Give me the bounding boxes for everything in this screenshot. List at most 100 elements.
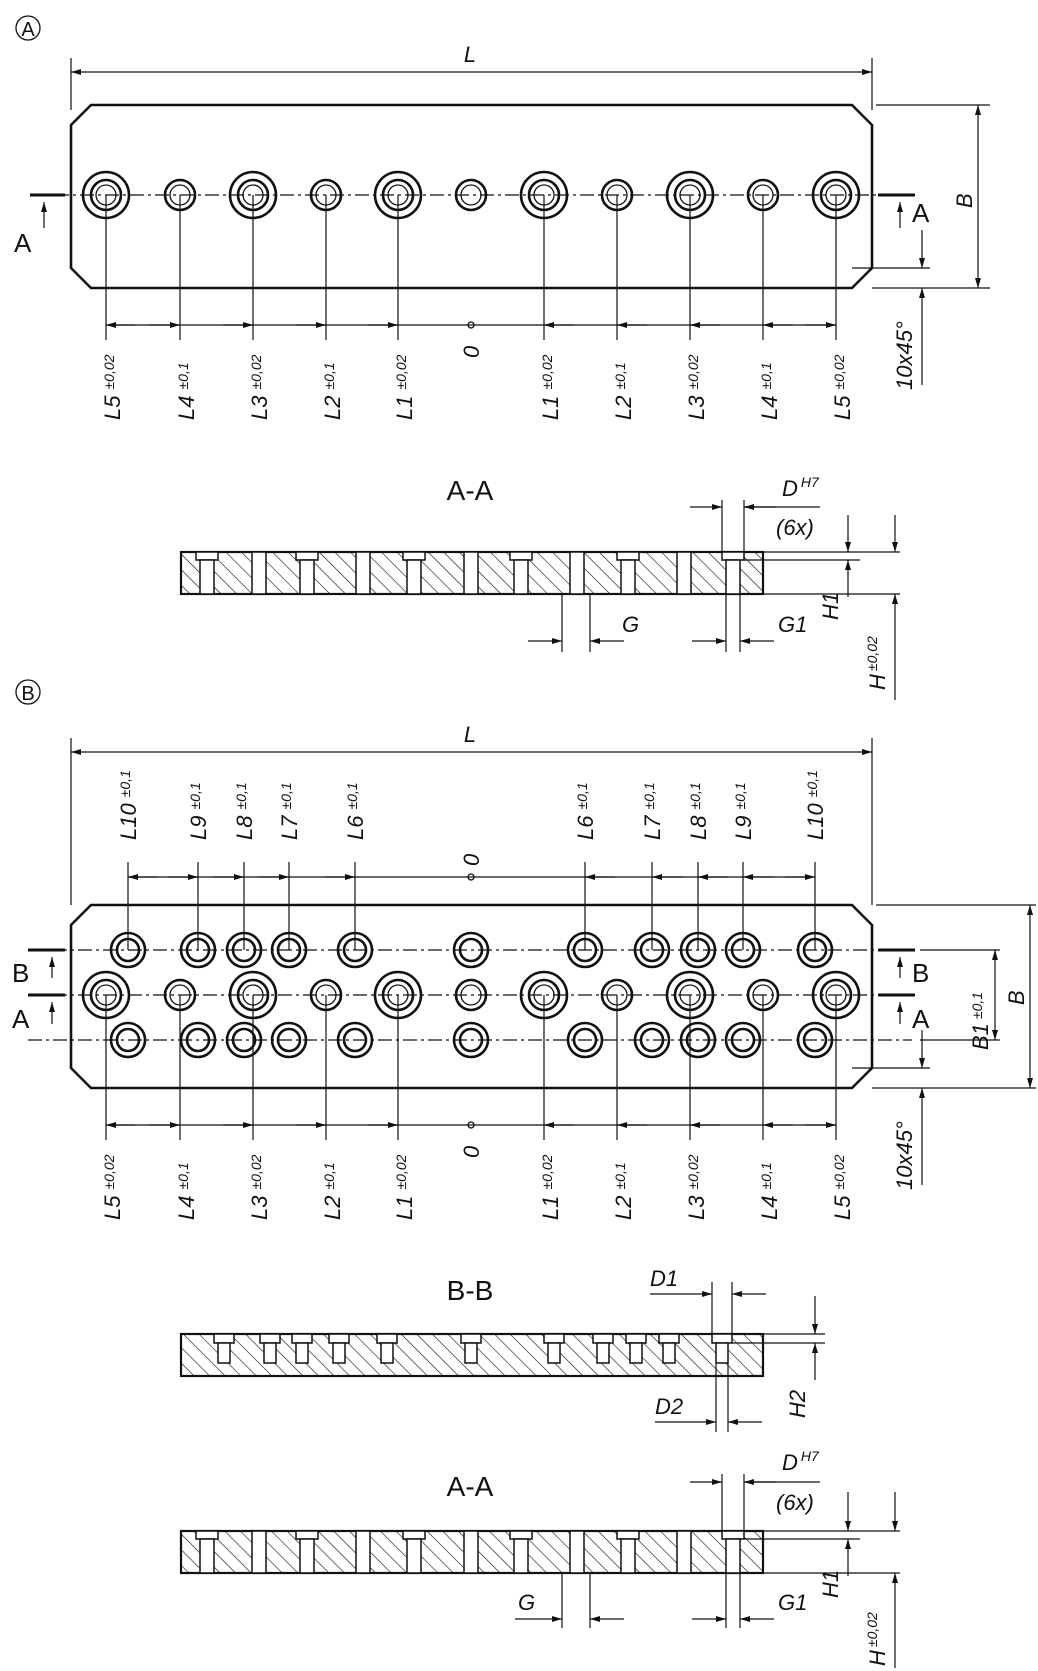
dim-label: L2±0,1	[611, 362, 636, 420]
dim-label: L4±0,1	[757, 362, 782, 420]
dim-label: L5±0,02	[100, 354, 125, 420]
dim-label: L3±0,02	[247, 354, 272, 420]
h1-label: H1	[818, 592, 843, 620]
hole-threaded	[633, 1021, 671, 1059]
view-a-badge	[15, 15, 41, 41]
dim-label: L4±0,1	[174, 362, 199, 420]
d2-label: D2	[655, 1394, 683, 1419]
g-label: G	[518, 1590, 535, 1615]
section-threaded-holes	[213, 1333, 733, 1364]
h1-label: H1	[818, 1570, 843, 1598]
origin-mark-top	[467, 873, 475, 881]
section-aa-title: A-A	[447, 1471, 494, 1502]
dim-label: L2±0,1	[611, 1162, 636, 1220]
top-dim-labels: L10±0,1 L9±0,1 L8±0,1 L7±0,1 L6±0,1 0 L6…	[116, 770, 828, 866]
hole-threaded	[452, 931, 490, 969]
section-bb-title: B-B	[447, 1275, 494, 1306]
dim-label: L2±0,1	[320, 362, 345, 420]
hole-threaded	[796, 1021, 834, 1059]
holes-lower-row	[109, 1021, 834, 1059]
cut-label-right: A	[912, 198, 930, 228]
section-counterbores	[195, 551, 745, 595]
bottom-dim-labels: L5±0,02 L4±0,1 L3±0,02 L2±0,1 L1±0,02 0 …	[100, 345, 855, 420]
bottom-dim-labels: L5±0,02 L4±0,1 L3±0,02 L2±0,1 L1±0,02 0 …	[100, 1145, 855, 1220]
d1-label: D1	[650, 1266, 678, 1291]
dim-label: L6±0,1	[343, 782, 368, 840]
b1-label: B1±0,1	[968, 992, 993, 1050]
hole-small	[454, 978, 488, 1012]
hole-threaded	[225, 1021, 263, 1059]
cut-a-label-left: A	[12, 1004, 30, 1034]
dim-label: L1±0,02	[538, 354, 563, 420]
cut-label-left: A	[14, 228, 32, 258]
dim-label: L7±0,1	[640, 782, 665, 840]
dim-b-label: B	[1004, 990, 1029, 1005]
chamfer-label: 10x45°	[892, 1121, 917, 1190]
g1-label: G1	[778, 612, 807, 637]
g-label: G	[622, 612, 639, 637]
hole-threaded	[452, 1021, 490, 1059]
view-a-badge-label: A	[21, 19, 35, 41]
cut-a-label-right: A	[912, 1004, 930, 1034]
dim-label: L2±0,1	[320, 1162, 345, 1220]
section-aa-title: A-A	[447, 475, 494, 506]
bottom-extension-lines	[105, 995, 837, 1140]
dim-label: L5±0,02	[830, 354, 855, 420]
h-label: H±0,02	[864, 636, 890, 690]
hole-threaded	[679, 1021, 717, 1059]
hole-small	[454, 178, 488, 212]
origin-mark-bottom	[467, 1121, 475, 1129]
dim-label: 0	[459, 853, 484, 866]
cut-b-label-right: B	[912, 958, 929, 988]
view-b-badge-label: B	[21, 683, 34, 705]
dim-label: L8±0,1	[232, 782, 257, 840]
hole-threaded	[566, 1021, 604, 1059]
dim-label: L10±0,1	[116, 770, 141, 840]
h2-label: H2	[785, 1390, 810, 1418]
dim-b-label: B	[952, 193, 977, 208]
g1-label: G1	[778, 1590, 807, 1615]
dim-label: L10±0,1	[803, 770, 828, 840]
section-counterbores	[195, 1530, 745, 1574]
dim-label: L8±0,1	[686, 782, 711, 840]
dim-label: L1±0,02	[538, 1154, 563, 1220]
view-a: A L	[14, 15, 990, 420]
hole-threaded	[724, 1021, 762, 1059]
hole-threaded	[270, 1021, 308, 1059]
dim-l-label: L	[464, 722, 476, 747]
d-count-label: (6x)	[776, 1490, 814, 1515]
section-bb: B-B D1 D2	[179, 1266, 825, 1432]
chamfer-label: 10x45°	[892, 321, 917, 390]
dim-label: 0	[459, 345, 484, 358]
dim-label: L3±0,02	[684, 1154, 709, 1220]
hole-extension-lines	[105, 195, 837, 340]
hole-threaded	[109, 1021, 147, 1059]
dim-label: L3±0,02	[684, 354, 709, 420]
dim-label: L6±0,1	[573, 782, 598, 840]
plate-outline	[69, 103, 874, 290]
dim-label: L4±0,1	[757, 1162, 782, 1220]
dim-l-label: L	[464, 42, 476, 67]
dim-label: L7±0,1	[277, 782, 302, 840]
dim-label: L1±0,02	[392, 354, 417, 420]
dim-label: L9±0,1	[731, 782, 756, 840]
dim-label: L3±0,02	[247, 1154, 272, 1220]
hole-threaded	[179, 1021, 217, 1059]
dim-label: L1±0,02	[392, 1154, 417, 1220]
dim-label: L4±0,1	[174, 1162, 199, 1220]
hole-threaded	[336, 1021, 374, 1059]
dim-label: 0	[459, 1145, 484, 1158]
view-b-badge	[15, 679, 41, 705]
plate-outline	[69, 903, 874, 1090]
cut-b-label-left: B	[12, 958, 29, 988]
dim-label: L5±0,02	[100, 1154, 125, 1220]
dim-label: L5±0,02	[830, 1154, 855, 1220]
origin-mark	[467, 321, 475, 329]
d-count-label: (6x)	[776, 515, 814, 540]
view-b: B L	[12, 679, 1036, 1220]
